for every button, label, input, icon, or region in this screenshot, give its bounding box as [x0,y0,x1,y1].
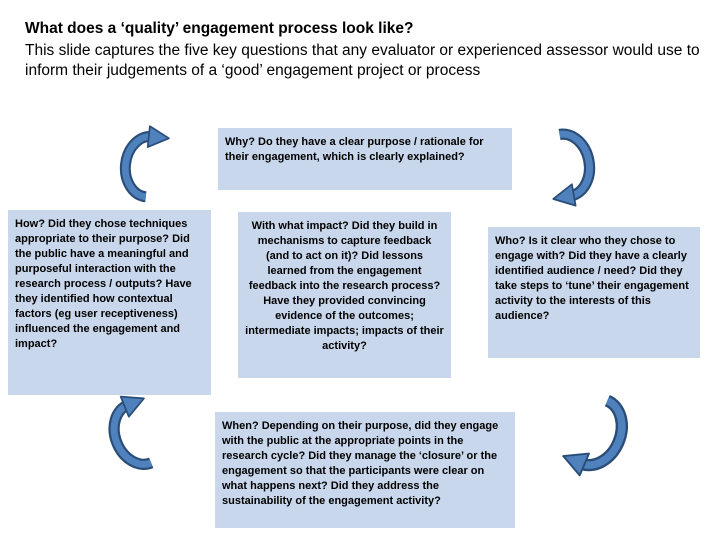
curved-arrow-top-left-icon [119,125,170,203]
curved-arrow-bottom-right-icon [562,394,628,477]
slide-title: What does a ‘quality’ engagement process… [25,20,414,37]
question-box-why: Why? Do they have a clear purpose / rati… [218,128,512,190]
curved-arrow-bottom-left-icon [108,395,154,470]
slide-title-block: What does a ‘quality’ engagement process… [25,19,703,81]
question-box-impact: With what impact? Did they build in mech… [238,212,451,378]
slide-subtitle: This slide captures the five key questio… [25,42,700,79]
question-box-who: Who? Is it clear who they chose to engag… [488,227,700,358]
curved-arrow-top-right-icon [552,128,596,207]
question-box-how: How? Did they chose techniques appropria… [8,210,211,395]
question-box-when: When? Depending on their purpose, did th… [215,412,515,528]
